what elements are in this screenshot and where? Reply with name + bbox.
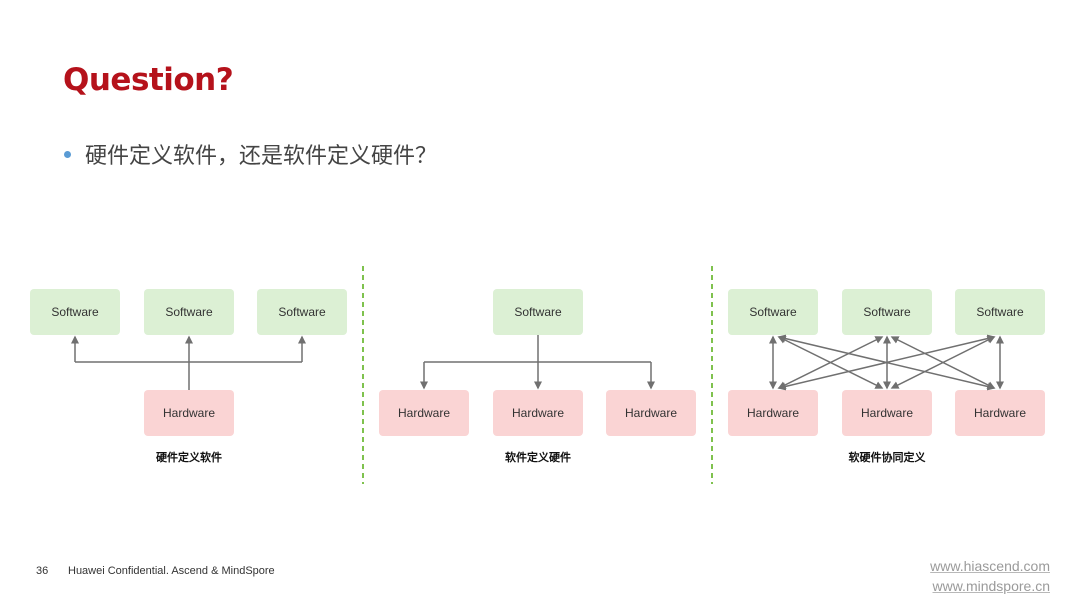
svg-text:Software: Software [749, 305, 797, 319]
software-box: Software [493, 289, 583, 335]
hardware-box: Hardware [955, 390, 1045, 436]
hardware-box: Hardware [842, 390, 932, 436]
footer-confidential: Huawei Confidential. Ascend & MindSpore [68, 565, 275, 577]
software-box: Software [257, 289, 347, 335]
panel-caption: 软件定义硬件 [505, 450, 571, 464]
panel-caption: 软硬件协同定义 [849, 450, 927, 464]
bullet-text: 硬件定义软件，还是软件定义硬件？ [85, 144, 438, 169]
slide-title: Question? [63, 62, 234, 98]
svg-text:Software: Software [514, 305, 562, 319]
bidirectional-arrows [769, 334, 1004, 391]
svg-text:Hardware: Hardware [974, 406, 1026, 420]
bullet-item: 硬件定义软件，还是软件定义硬件？ [64, 138, 437, 170]
svg-text:Software: Software [278, 305, 326, 319]
svg-text:Hardware: Hardware [512, 406, 564, 420]
svg-text:Hardware: Hardware [625, 406, 677, 420]
hardware-box: Hardware [379, 390, 469, 436]
bullet-dot-icon [64, 150, 71, 158]
hardware-box: Hardware [493, 390, 583, 436]
panel-hardware-defines-software: Software Software Software Hardware 硬件定义… [30, 289, 347, 464]
software-box: Software [144, 289, 234, 335]
software-box: Software [842, 289, 932, 335]
svg-text:Software: Software [863, 305, 911, 319]
svg-text:Hardware: Hardware [747, 406, 799, 420]
footer-links: www.hiascend.com www.mindspore.cn [930, 556, 1050, 596]
svg-text:Hardware: Hardware [163, 406, 215, 420]
software-box: Software [728, 289, 818, 335]
hardware-box: Hardware [606, 390, 696, 436]
svg-text:Software: Software [51, 305, 99, 319]
arrows [71, 335, 306, 390]
hardware-box: Hardware [728, 390, 818, 436]
page-number: 36 [36, 565, 49, 577]
arrow [890, 336, 996, 389]
svg-text:Software: Software [976, 305, 1024, 319]
panel-software-defines-hardware: Software Hardware Hardware Hardware 软件定义… [379, 289, 696, 464]
software-box: Software [30, 289, 120, 335]
arrows [420, 335, 655, 390]
svg-text:Software: Software [165, 305, 213, 319]
link-mindspore[interactable]: www.mindspore.cn [932, 578, 1051, 594]
svg-text:Hardware: Hardware [398, 406, 450, 420]
software-box: Software [955, 289, 1045, 335]
link-hiascend[interactable]: www.hiascend.com [930, 558, 1050, 574]
svg-text:Hardware: Hardware [861, 406, 913, 420]
panel-co-design: Software Software Software Hardware Hard… [728, 289, 1045, 464]
hardware-box: Hardware [144, 390, 234, 436]
panel-caption: 硬件定义软件 [156, 450, 222, 464]
